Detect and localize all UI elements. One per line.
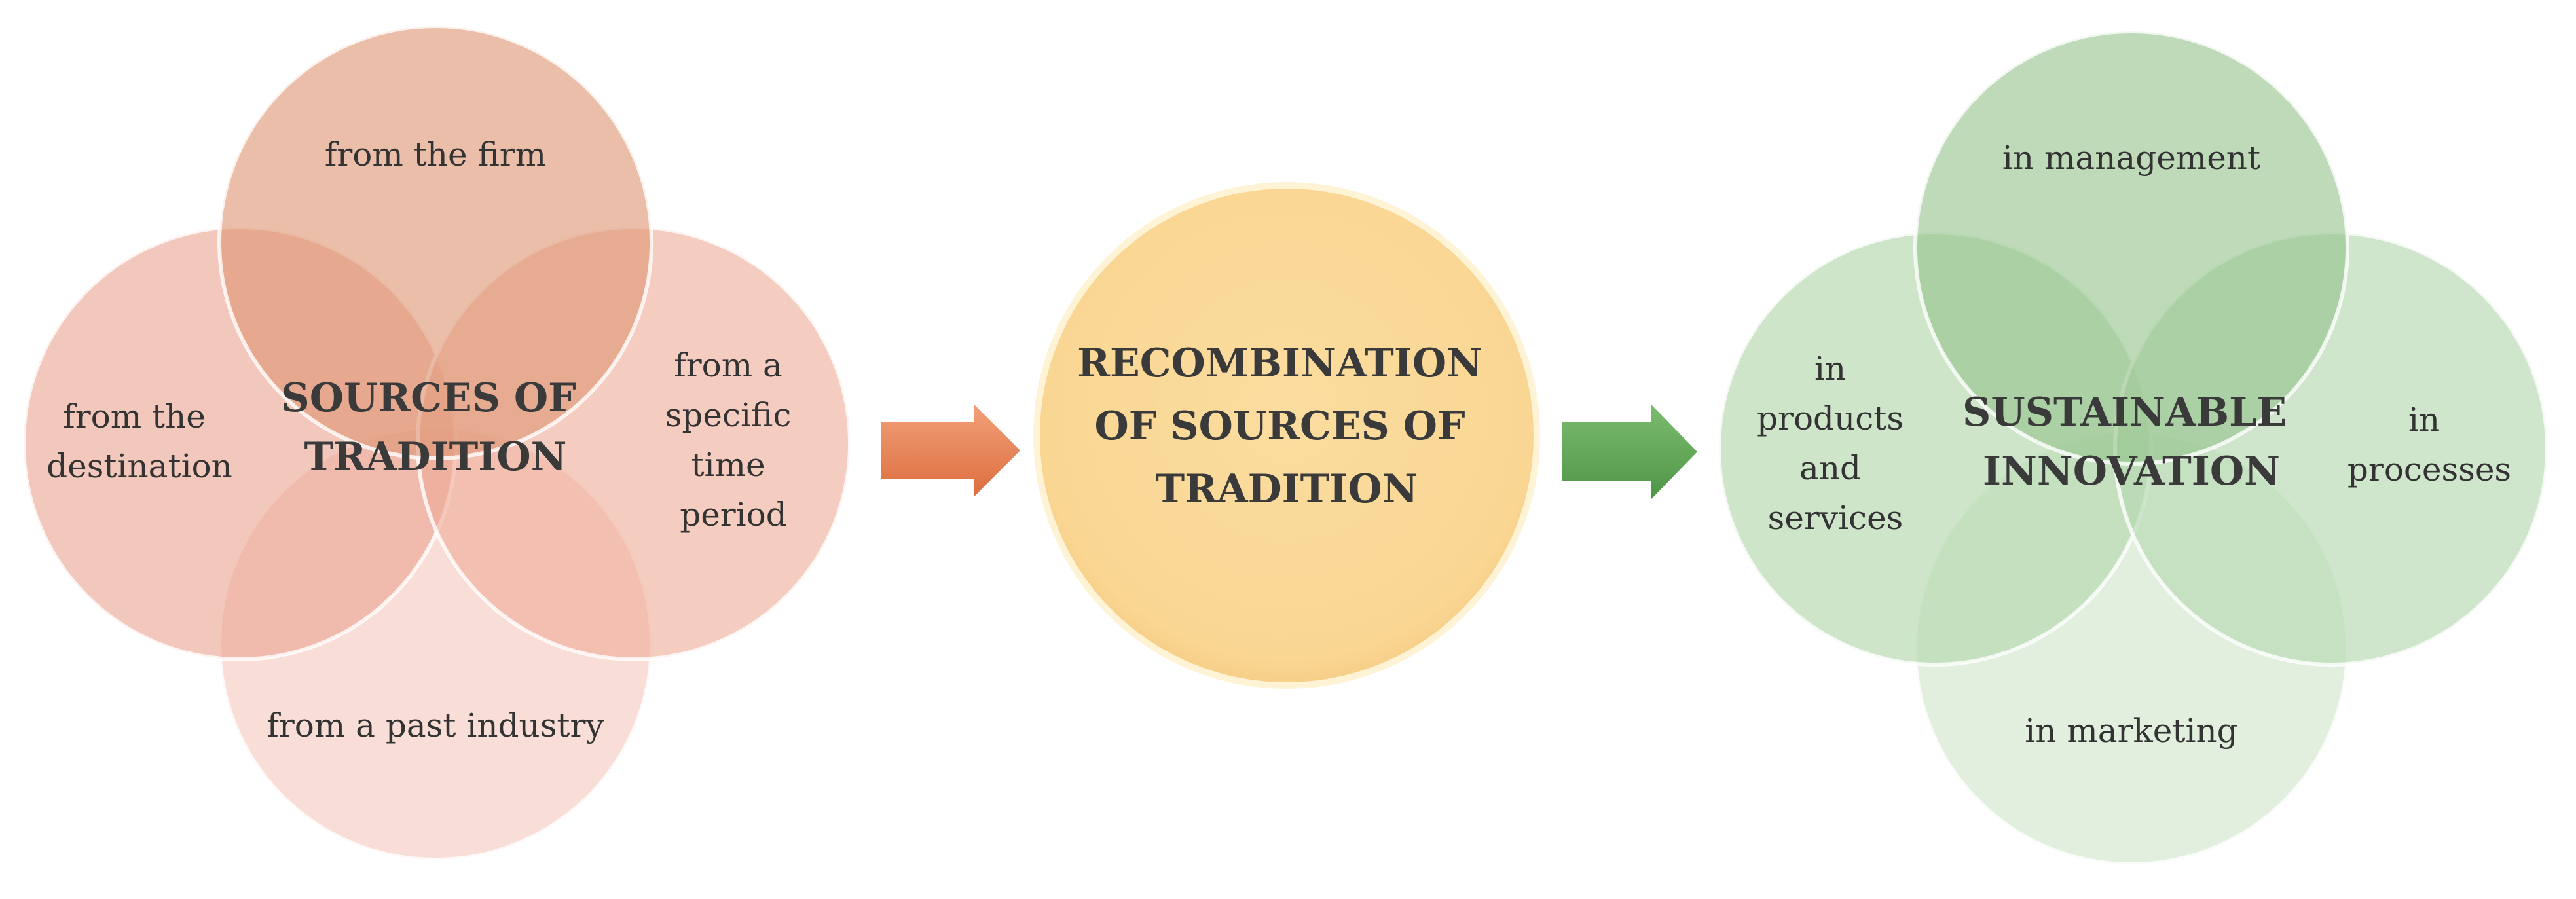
innovation-cluster: in management in products and services i… [1717,29,2549,866]
innovation-circle-top [1913,29,2349,466]
arrow-right-green-icon [1562,405,1697,499]
innovation-label-top: in management [2002,139,2260,177]
recombination-node: RECOMBINATION OF SOURCES OF TRADITION [1033,182,1540,689]
arrow-right-orange-icon [881,405,1020,496]
source-label-bottom: from a past industry [267,706,604,744]
innovation-label-right: in processes [2347,401,2511,488]
innovation-label-left: in products and services [1757,350,1914,537]
recombination-title: RECOMBINATION OF SOURCES OF TRADITION [1077,340,1496,512]
sources-cluster: from the firm from the destination from … [22,24,852,862]
source-circle-top [217,24,653,460]
source-label-right: from a specific time period [665,346,802,534]
recombination-circle [1033,182,1540,689]
sources-title: SOURCES OF TRADITION [281,375,589,480]
source-label-left: from the destination [46,397,232,485]
innovation-label-bottom: in marketing [2025,712,2237,750]
source-label-top: from the firm [325,136,546,174]
innovation-title: SUSTAINABLE INNOVATION [1962,390,2300,494]
